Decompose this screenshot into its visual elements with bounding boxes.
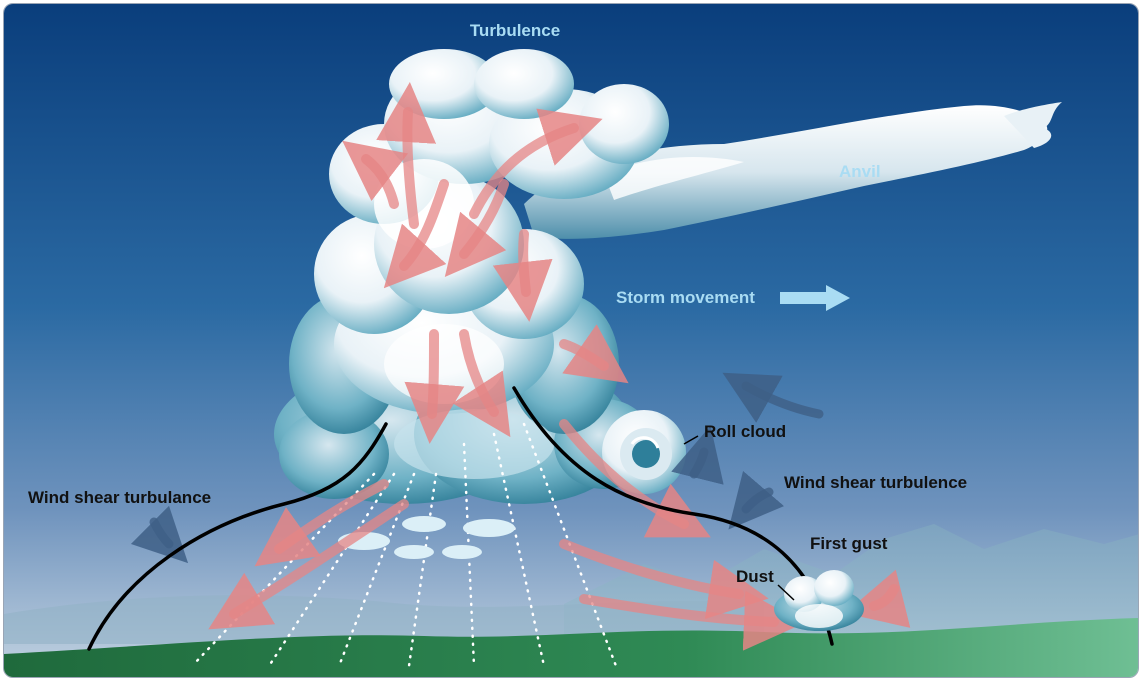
- label-anvil: Anvil: [839, 162, 881, 181]
- dust-cloud: [774, 570, 864, 631]
- label-wind-shear-right: Wind shear turbulence: [784, 473, 967, 492]
- anvil-cloud: [524, 102, 1062, 239]
- roll-cloud: [602, 410, 686, 494]
- dust-pointer: [777, 584, 795, 601]
- label-roll-cloud: Roll cloud: [704, 422, 786, 441]
- thunderstorm-diagram: Turbulence Anvil Storm movement Roll clo…: [4, 4, 1138, 677]
- scud-clouds: [338, 516, 515, 559]
- storm-movement-arrow: [780, 285, 850, 311]
- label-first-gust: First gust: [810, 534, 888, 553]
- inflow-arrows: [130, 372, 824, 564]
- label-wind-shear-left: Wind shear turbulance: [28, 488, 211, 507]
- circulation-arrows: [208, 82, 911, 651]
- ground: [4, 618, 1138, 677]
- label-dust: Dust: [736, 567, 774, 586]
- label-storm-movement: Storm movement: [616, 288, 755, 307]
- label-turbulence: Turbulence: [470, 21, 560, 40]
- near-hills: [4, 595, 764, 644]
- roll-cloud-pointer: [683, 435, 699, 445]
- diagram-frame: Turbulence Anvil Storm movement Roll clo…: [3, 3, 1139, 678]
